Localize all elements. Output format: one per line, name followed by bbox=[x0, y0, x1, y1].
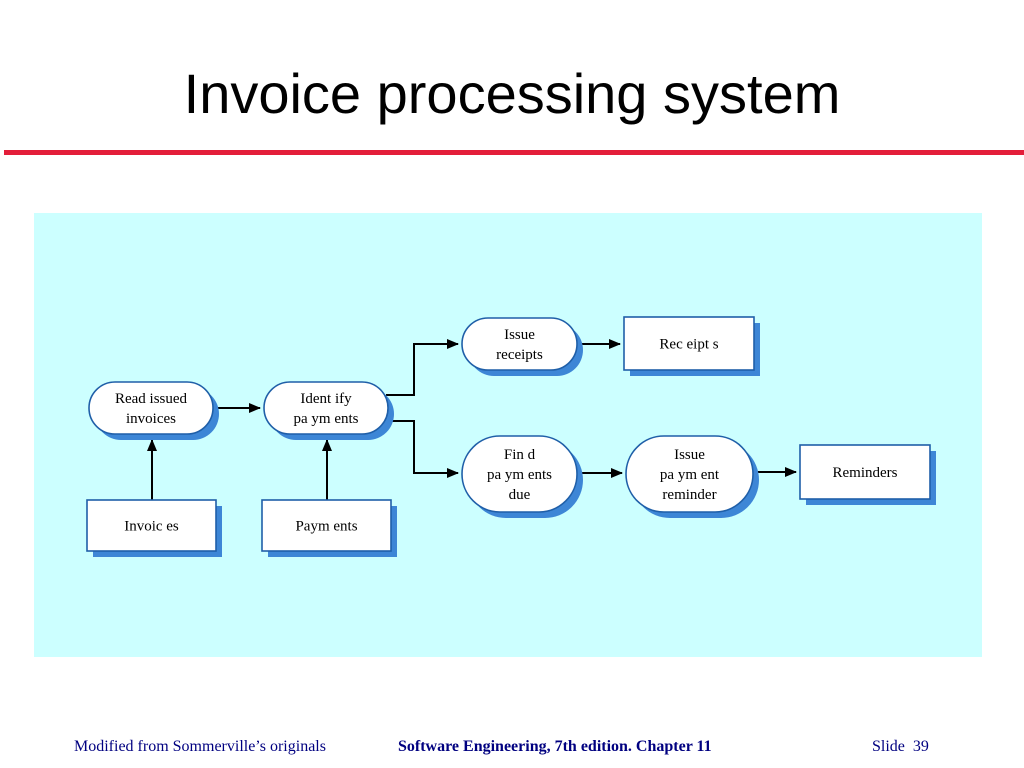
node-label: Issue bbox=[504, 327, 535, 343]
issue-receipts-process: Issue receipts bbox=[461, 317, 583, 376]
node-box bbox=[263, 381, 389, 435]
node-label: pa ym ents bbox=[487, 467, 552, 483]
node-label: Paym ents bbox=[295, 519, 357, 535]
node-box bbox=[461, 317, 578, 371]
payments-store: Paym ents bbox=[261, 499, 397, 557]
node-label: Fin d bbox=[504, 447, 536, 463]
find-payments-due-process: Fin d pa ym ents due bbox=[461, 435, 583, 518]
node-label: Read issued bbox=[115, 391, 188, 407]
node-label: pa ym ent bbox=[660, 467, 720, 483]
identify-payments-process: Ident ify pa ym ents bbox=[263, 381, 394, 440]
edge-identify-to-find-due bbox=[386, 420, 459, 478]
issue-payment-reminder-process: Issue pa ym ent reminder bbox=[625, 435, 759, 518]
node-label: Invoic es bbox=[124, 519, 179, 535]
node-box bbox=[86, 499, 217, 552]
node-label: pa ym ents bbox=[294, 411, 359, 427]
node-label: due bbox=[509, 487, 531, 503]
invoices-store: Invoic es bbox=[86, 499, 222, 557]
footer-slide-number: Slide 39 bbox=[872, 738, 929, 756]
receipts-store: Rec eipt s bbox=[623, 316, 760, 376]
slide-number: 39 bbox=[912, 738, 929, 755]
node-label: reminder bbox=[662, 487, 716, 503]
slide-title: Invoice processing system bbox=[183, 62, 841, 125]
node-label: Issue bbox=[674, 447, 705, 463]
node-label: invoices bbox=[126, 411, 176, 427]
node-label: Ident ify bbox=[300, 391, 352, 407]
reminders-store: Reminders bbox=[799, 444, 936, 505]
node-box bbox=[625, 435, 754, 513]
node-box bbox=[461, 435, 578, 513]
node-box bbox=[88, 381, 214, 435]
footer-source-note: Modified from Sommerville’s originals bbox=[74, 738, 326, 755]
node-label: receipts bbox=[496, 347, 543, 363]
node-box bbox=[261, 499, 392, 552]
node-box bbox=[623, 316, 755, 371]
node-label: Rec eipt s bbox=[659, 337, 718, 353]
read-issued-invoices-process: Read issued invoices bbox=[88, 381, 219, 440]
footer-book-title: Software Engineering, 7th edition. Chapt… bbox=[398, 738, 712, 755]
node-box bbox=[799, 444, 931, 500]
slide-label: Slide bbox=[872, 738, 905, 755]
title-divider bbox=[4, 150, 1024, 155]
edge-identify-to-issue-receipts bbox=[386, 339, 459, 396]
node-label: Reminders bbox=[833, 465, 898, 481]
